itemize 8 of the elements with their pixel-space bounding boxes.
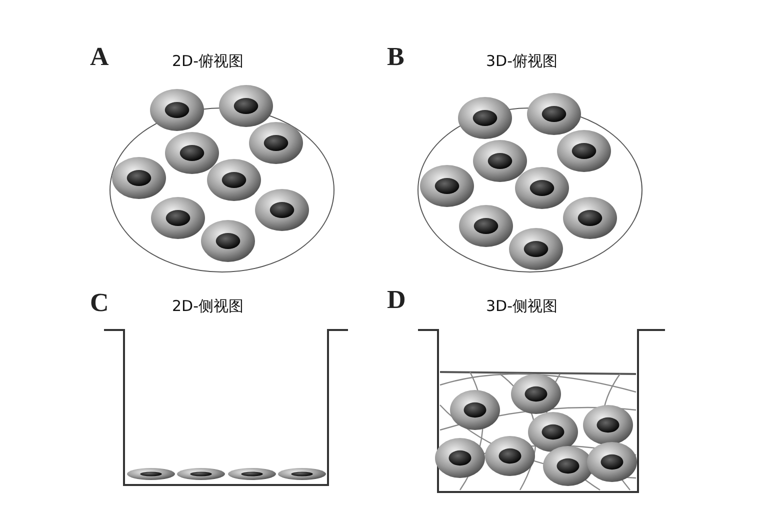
panel-title: 2D-侧视图	[172, 297, 244, 316]
panel-title: 2D-俯视图	[172, 52, 244, 71]
panel-title: 3D-俯视图	[486, 52, 558, 71]
panel-title: 3D-侧视图	[486, 297, 558, 316]
panel-letter: B	[387, 42, 404, 72]
panel-letter: A	[90, 42, 109, 72]
panel-letter: C	[90, 288, 109, 318]
panel-letter: D	[387, 285, 406, 315]
